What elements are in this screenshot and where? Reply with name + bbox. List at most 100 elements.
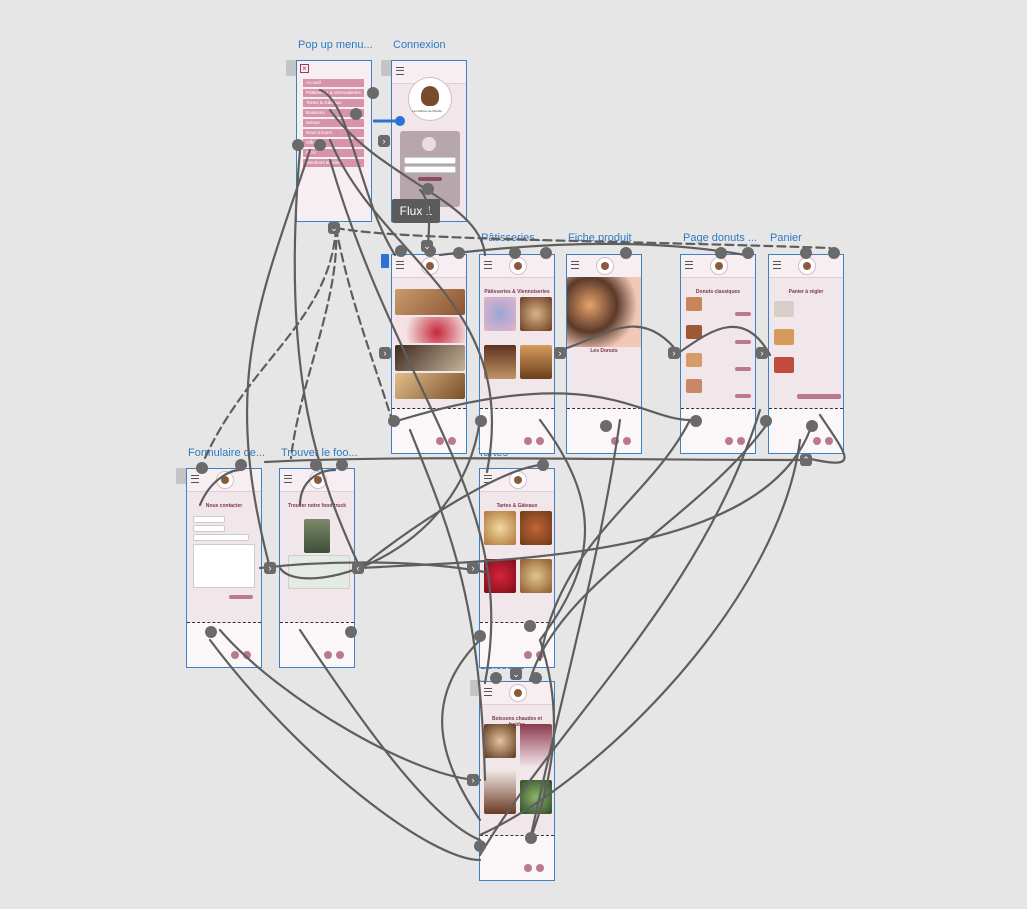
- chevron-up-icon[interactable]: ⌃: [800, 454, 812, 466]
- connection-wire[interactable]: [804, 413, 846, 464]
- connection-wire[interactable]: [478, 408, 762, 857]
- email-field[interactable]: [404, 157, 456, 164]
- add-to-cart-button[interactable]: [735, 394, 751, 398]
- instagram-icon[interactable]: [336, 651, 344, 659]
- menu-icon[interactable]: [773, 261, 781, 269]
- connection-wire[interactable]: [263, 457, 812, 464]
- link-handle[interactable]: [292, 139, 304, 151]
- link-handle[interactable]: [525, 832, 537, 844]
- password-field[interactable]: [404, 166, 456, 173]
- link-handle[interactable]: [530, 672, 542, 684]
- firstname-field[interactable]: [193, 525, 225, 532]
- connection-wire[interactable]: [289, 226, 338, 460]
- artboard-title-panier[interactable]: Panier: [770, 232, 802, 244]
- link-handle[interactable]: [690, 415, 702, 427]
- link-handle[interactable]: [345, 626, 357, 638]
- connection-wire[interactable]: [334, 226, 394, 422]
- menu-item[interactable]: Menus: [303, 119, 364, 127]
- connection-wire[interactable]: [528, 418, 622, 842]
- link-handle[interactable]: [509, 247, 521, 259]
- link-handle[interactable]: [350, 108, 362, 120]
- link-handle[interactable]: [524, 620, 536, 632]
- instagram-icon[interactable]: [737, 437, 745, 445]
- connection-wire[interactable]: [673, 325, 772, 357]
- connection-wire[interactable]: [438, 242, 747, 257]
- connection-wire[interactable]: [298, 628, 482, 842]
- menu-item[interactable]: Pâtisseries & viennoiseries: [303, 89, 364, 97]
- artboard-accueil[interactable]: [391, 254, 467, 454]
- home-flow-marker[interactable]: [381, 254, 389, 268]
- link-handle[interactable]: [800, 247, 812, 259]
- link-handle[interactable]: [395, 245, 407, 257]
- connection-wire[interactable]: [478, 438, 802, 837]
- menu-item[interactable]: Accueil: [303, 79, 364, 87]
- facebook-icon[interactable]: [725, 437, 733, 445]
- link-handle[interactable]: [196, 462, 208, 474]
- facebook-icon[interactable]: [611, 437, 619, 445]
- email-field[interactable]: [193, 534, 249, 541]
- link-handle[interactable]: [388, 415, 400, 427]
- connection-wire[interactable]: [328, 138, 494, 474]
- instagram-icon[interactable]: [243, 651, 251, 659]
- link-handle[interactable]: [314, 139, 326, 151]
- connection-wire[interactable]: [358, 463, 542, 570]
- connection-wire[interactable]: [203, 226, 338, 460]
- connection-wire[interactable]: [398, 392, 692, 422]
- add-to-cart-button[interactable]: [735, 312, 751, 316]
- link-handle[interactable]: [828, 247, 840, 259]
- menu-item[interactable]: Nous trouver: [303, 129, 364, 137]
- connection-wire[interactable]: [218, 628, 482, 782]
- connection-wire[interactable]: [208, 638, 482, 862]
- add-to-cart-button[interactable]: [735, 340, 751, 344]
- close-icon[interactable]: ×: [300, 64, 309, 73]
- menu-item[interactable]: Mentions légales: [303, 159, 364, 167]
- link-handle[interactable]: [742, 247, 754, 259]
- connection-wire[interactable]: [408, 428, 487, 782]
- link-handle[interactable]: [205, 626, 217, 638]
- chevron-down-icon[interactable]: ⌄: [328, 222, 340, 234]
- instagram-icon[interactable]: [825, 437, 833, 445]
- connection-wire[interactable]: [538, 418, 692, 662]
- connection-wire[interactable]: [538, 418, 586, 642]
- chevron-right-icon[interactable]: ›: [264, 562, 276, 574]
- flow-start-dot[interactable]: [395, 116, 405, 126]
- menu-icon[interactable]: [571, 261, 579, 269]
- connection-wire[interactable]: [328, 158, 493, 685]
- map[interactable]: [288, 555, 350, 589]
- chevron-right-icon[interactable]: ›: [554, 347, 566, 359]
- link-handle[interactable]: [453, 247, 465, 259]
- link-handle[interactable]: [422, 183, 434, 195]
- facebook-icon[interactable]: [524, 864, 532, 872]
- link-handle[interactable]: [490, 672, 502, 684]
- chevron-right-icon[interactable]: ›: [756, 347, 768, 359]
- facebook-icon[interactable]: [813, 437, 821, 445]
- link-handle[interactable]: [310, 459, 322, 471]
- chevron-left-icon[interactable]: ‹: [352, 562, 364, 574]
- facebook-icon[interactable]: [524, 437, 532, 445]
- menu-item[interactable]: Offres: [303, 139, 364, 147]
- flow-badge[interactable]: Flux 1: [392, 199, 440, 223]
- login-button[interactable]: [418, 177, 442, 181]
- link-handle[interactable]: [475, 415, 487, 427]
- artboard-title-formulaire[interactable]: Formulaire de...: [188, 447, 266, 459]
- chevron-right-icon[interactable]: ›: [668, 347, 680, 359]
- connection-wire[interactable]: [334, 226, 832, 250]
- link-handle[interactable]: [540, 247, 552, 259]
- menu-icon[interactable]: [191, 475, 199, 483]
- checkout-button[interactable]: [797, 394, 841, 399]
- facebook-icon[interactable]: [524, 651, 532, 659]
- connection-wire[interactable]: [528, 638, 556, 842]
- send-button[interactable]: [229, 595, 253, 599]
- artboard-title-page-donuts[interactable]: Page donuts ...: [683, 232, 757, 244]
- link-handle[interactable]: [367, 87, 379, 99]
- link-handle[interactable]: [235, 459, 247, 471]
- artboard-formulaire[interactable]: Nous contacter: [186, 468, 262, 668]
- menu-icon[interactable]: [396, 67, 404, 75]
- chevron-right-icon[interactable]: ›: [467, 774, 479, 786]
- link-handle[interactable]: [715, 247, 727, 259]
- facebook-icon[interactable]: [436, 437, 444, 445]
- connection-wire[interactable]: [358, 428, 812, 570]
- menu-icon[interactable]: [484, 261, 492, 269]
- link-handle[interactable]: [620, 247, 632, 259]
- artboard-title-patisseries[interactable]: Pâtisseries ...: [481, 232, 548, 244]
